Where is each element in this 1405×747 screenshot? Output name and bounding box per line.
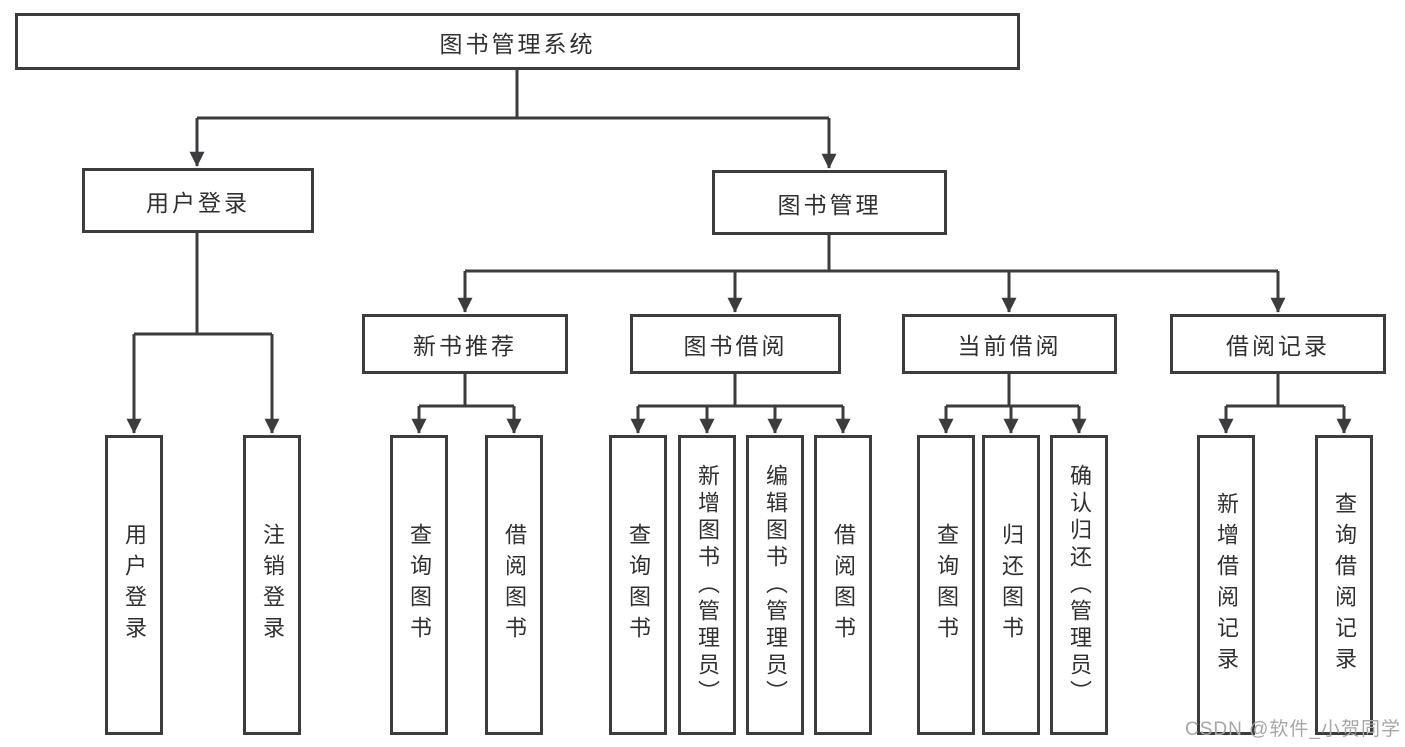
node-borrowing-records: 借阅记录 [1170, 314, 1386, 374]
csdn-watermark: CSDN @软件_小贺同学 [1185, 719, 1401, 740]
leaf-query-books-2: 查询图书 [609, 435, 667, 735]
leaf-query-borrow-record: 查询借阅记录 [1315, 435, 1373, 735]
leaf-add-borrow-record: 新增借阅记录 [1197, 435, 1255, 735]
node-library-management-system: 图书管理系统 [15, 13, 1020, 70]
leaf-borrow-books-1: 借阅图书 [485, 435, 543, 735]
node-current-borrowing: 当前借阅 [902, 314, 1117, 374]
leaf-confirm-return-admin: 确认归还（管理员） [1050, 435, 1108, 735]
leaf-logout: 注销登录 [243, 435, 301, 735]
leaf-edit-book-admin: 编辑图书（管理员） [746, 435, 804, 735]
leaf-add-book-admin: 新增图书（管理员） [678, 435, 736, 735]
node-user-login: 用户登录 [82, 168, 314, 233]
leaf-return-books: 归还图书 [982, 435, 1040, 735]
node-book-management: 图书管理 [712, 170, 947, 235]
leaf-query-books-3: 查询图书 [917, 435, 975, 735]
leaf-borrow-books-2: 借阅图书 [814, 435, 872, 735]
node-book-borrowing: 图书借阅 [630, 314, 841, 374]
leaf-query-books-1: 查询图书 [390, 435, 448, 735]
leaf-user-login: 用户登录 [105, 435, 163, 735]
node-new-book-recommendation: 新书推荐 [362, 314, 568, 374]
